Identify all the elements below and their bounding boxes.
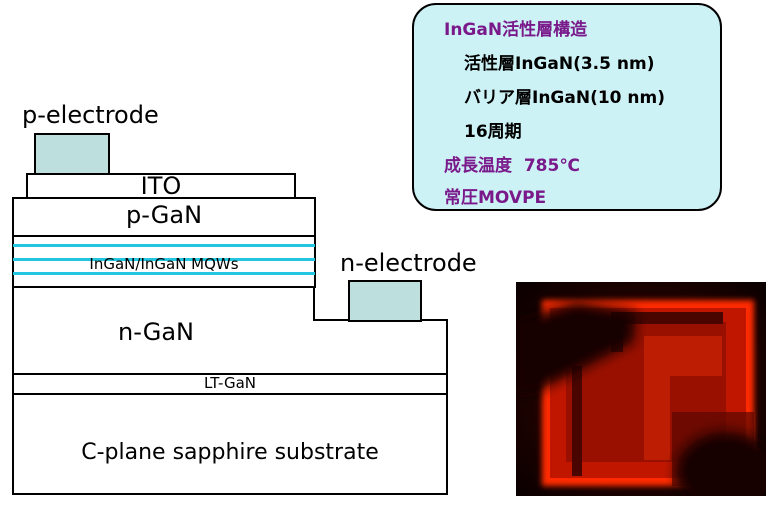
n-gan-label: n-GaN — [118, 318, 195, 346]
info-periods: 16周期 — [464, 122, 522, 142]
ito-layer — [26, 173, 296, 199]
info-title: InGaN活性層構造 — [444, 20, 588, 40]
mqw-label: InGaN/InGaN MQWs — [89, 255, 239, 273]
info-well-thickness: 活性層InGaN(3.5 nm) — [464, 54, 655, 74]
p-gan-label: p-GaN — [125, 201, 203, 229]
n-electrode-pad — [348, 280, 422, 322]
quantum-well-line — [13, 258, 315, 261]
info-growth-method: 常圧MOVPE — [444, 188, 547, 208]
substrate-label: C-plane sapphire substrate — [81, 440, 379, 465]
p-electrode-pad — [34, 133, 110, 175]
active-layer-info-box: InGaN活性層構造 活性層InGaN(3.5 nm) バリア層InGaN(10… — [412, 3, 722, 211]
info-growth-temperature: 成長温度 785℃ — [444, 156, 580, 176]
n-electrode-label: n-electrode — [340, 249, 477, 277]
lt-gan-label: LT-GaN — [203, 374, 257, 392]
ito-label: ITO — [140, 172, 182, 200]
info-barrier-thickness: バリア層InGaN(10 nm) — [464, 88, 666, 108]
led-emission-photo — [516, 282, 766, 496]
emission-image — [516, 282, 766, 496]
p-electrode-label: p-electrode — [22, 101, 159, 129]
quantum-well-line — [13, 244, 315, 247]
quantum-well-line — [13, 272, 315, 275]
